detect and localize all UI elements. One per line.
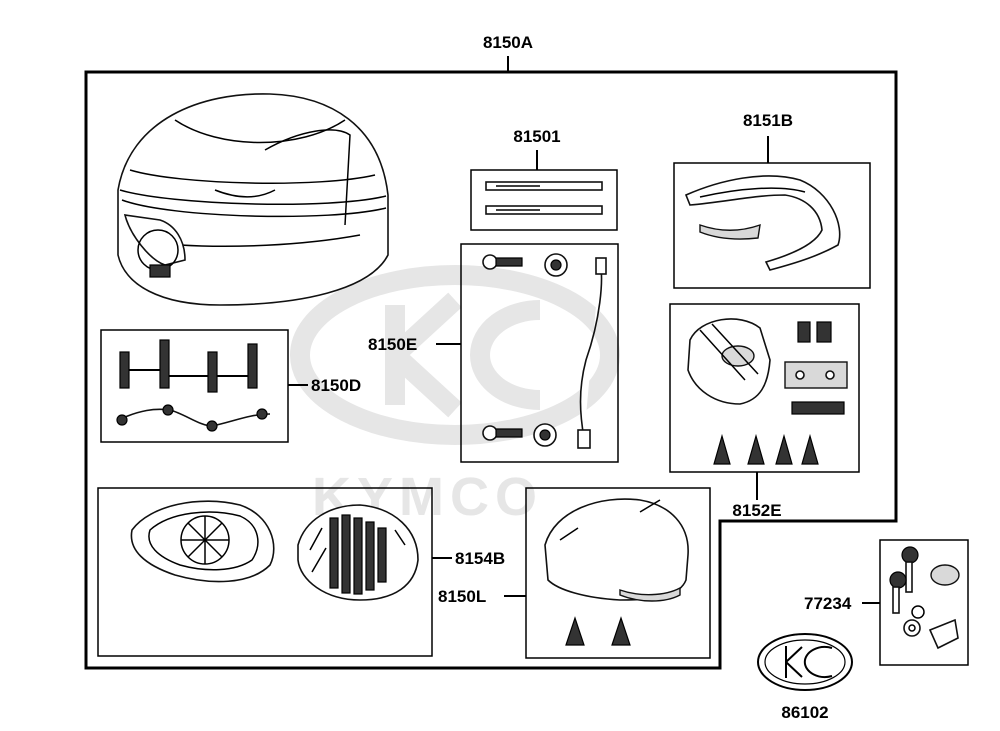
label-strips: 81501 (513, 127, 560, 146)
label-base-plate: 8154B (455, 549, 505, 568)
key-set-parts (889, 546, 960, 650)
strips-box (470, 169, 618, 231)
kymco-emblem (757, 633, 853, 691)
base-plate-parts (130, 500, 419, 601)
lid-box (525, 487, 711, 659)
base-plate-pad-dots (329, 514, 387, 595)
kymco-watermark: KYMCO (290, 265, 620, 527)
strip-parts (485, 181, 603, 215)
label-lid: 8150L (438, 587, 486, 606)
label-hardware: 8150E (368, 335, 417, 354)
kit-outline (84, 70, 898, 670)
lock-plate-box (669, 303, 860, 473)
base-plate-box (97, 487, 433, 657)
hardware-parts (482, 253, 607, 449)
label-garnish: 8151B (743, 111, 793, 130)
hardware-box (460, 243, 619, 463)
label-lock-plate: 8152E (732, 501, 781, 520)
label-mount: 8150D (311, 376, 361, 395)
garnish-part (684, 175, 841, 271)
label-key-set: 77234 (804, 594, 852, 613)
top-case-illustration (117, 93, 389, 306)
lock-plate-parts (687, 318, 848, 465)
garnish-box (673, 162, 871, 289)
mount-parts (116, 339, 271, 432)
lid-parts (544, 498, 689, 646)
label-emblem: 86102 (781, 703, 828, 722)
label-kit: 8150A (483, 33, 533, 52)
